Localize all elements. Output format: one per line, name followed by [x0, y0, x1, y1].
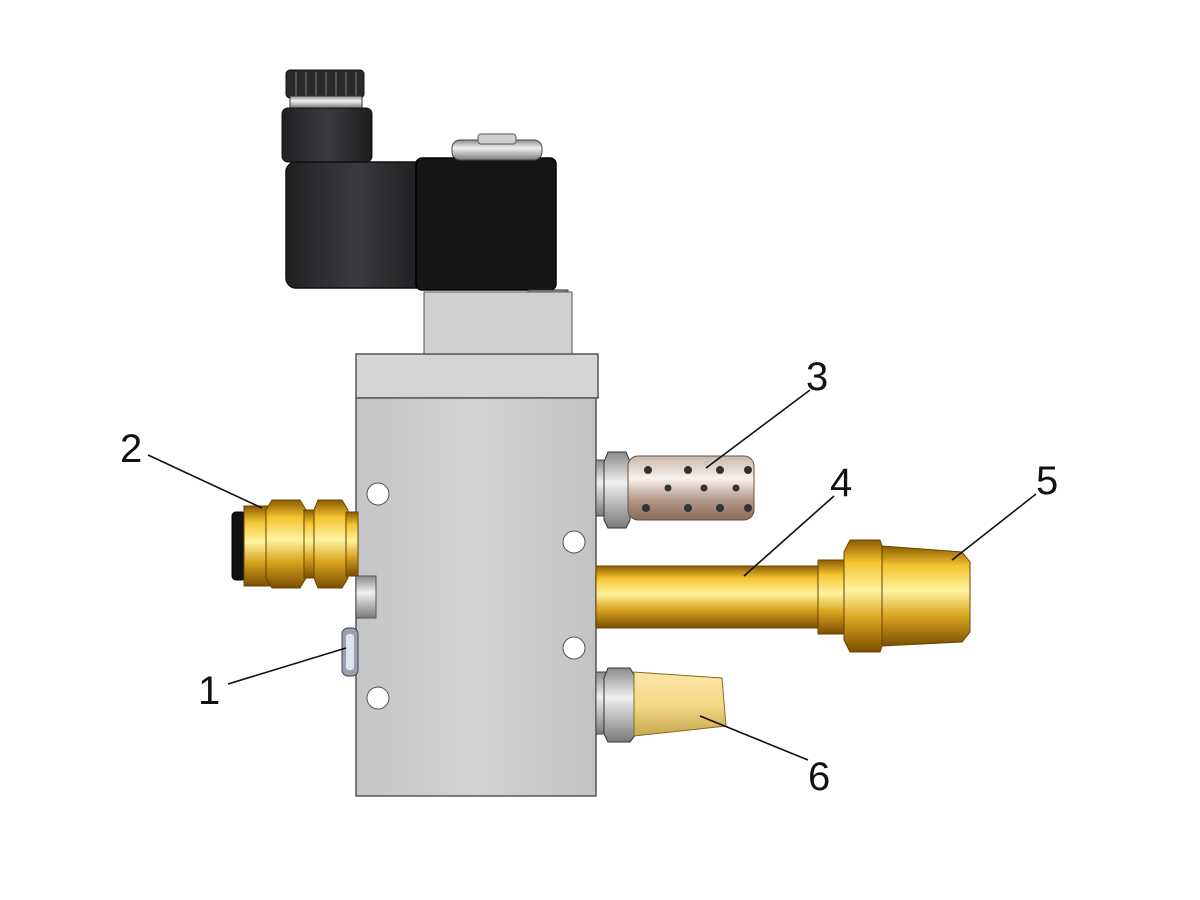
part-6-fitting	[595, 667, 727, 743]
leader-line-1	[227, 647, 347, 685]
part-4-brass-nipple	[595, 559, 845, 635]
part-1-plug	[341, 627, 359, 677]
leader-line-3	[705, 389, 811, 469]
callout-2: 2	[120, 427, 142, 471]
callout-6: 6	[808, 755, 830, 799]
part-5-brass-nut	[843, 539, 971, 653]
callout-4: 4	[830, 461, 852, 505]
callout-labels: 1 2 3 4 5 6	[120, 355, 1058, 799]
valve-body	[355, 353, 599, 797]
leader-line-6	[699, 715, 809, 761]
pilot-adapter	[423, 291, 573, 355]
callout-5: 5	[1036, 459, 1058, 503]
callout-1: 1	[198, 669, 220, 713]
mounting-hole	[562, 530, 586, 554]
mounting-hole	[562, 636, 586, 660]
leader-line-2	[147, 454, 263, 509]
mounting-hole	[366, 482, 390, 506]
leader-lines	[147, 389, 1037, 761]
connector-plug	[281, 69, 373, 163]
leader-line-4	[743, 495, 835, 577]
mounting-hole	[366, 686, 390, 710]
leader-line-5	[951, 493, 1037, 561]
part-3-silencer	[595, 451, 755, 529]
callout-3: 3	[806, 355, 828, 399]
part-2-push-in-fitting	[231, 499, 359, 589]
